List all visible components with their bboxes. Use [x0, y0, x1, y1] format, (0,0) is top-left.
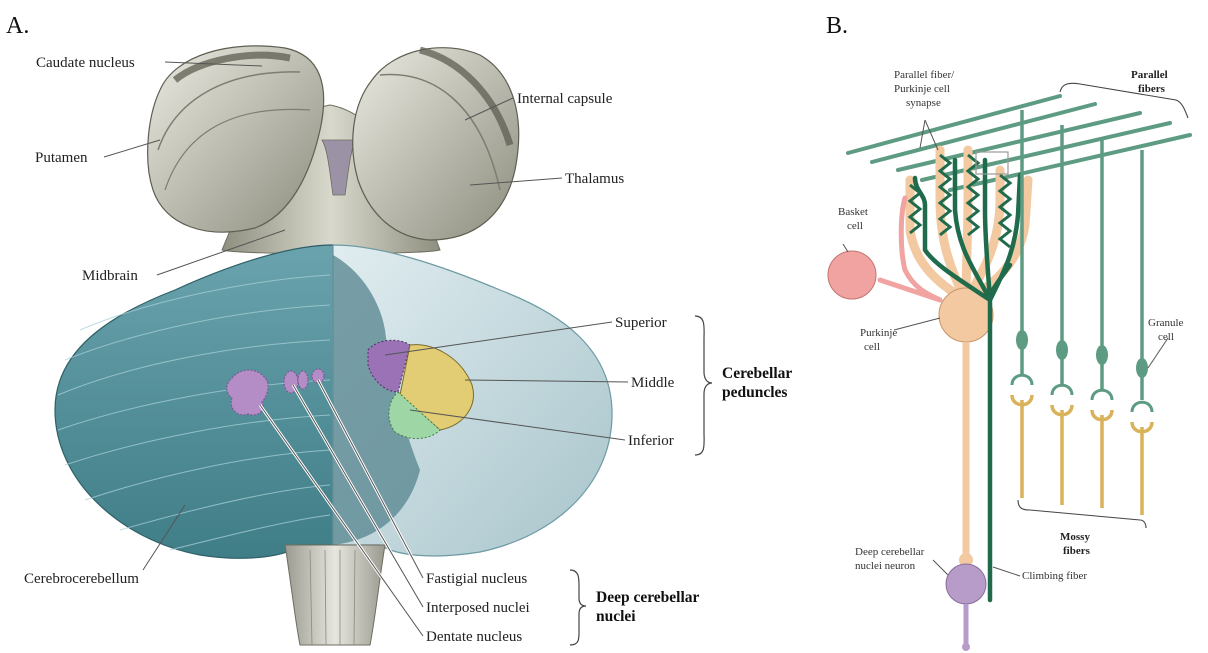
label-putamen: Putamen	[35, 150, 88, 166]
label-granule-1: Granule	[1148, 317, 1184, 329]
label-deep-neuron-1: Deep cerebellar	[855, 546, 925, 558]
label-pf-synapse-1: Parallel fiber/	[894, 69, 955, 81]
label-inferior: Inferior	[628, 433, 674, 449]
label-cerebrocerebellum: Cerebrocerebellum	[24, 571, 139, 587]
right-hemisphere-shape	[353, 48, 519, 240]
label-parallel-fibers-1: Parallel	[1131, 69, 1168, 81]
label-parallel-fibers-2: fibers	[1138, 83, 1166, 95]
label-caudate-nucleus: Caudate nucleus	[36, 55, 135, 71]
label-purkinje-1: Purkinje	[860, 327, 897, 339]
label-midbrain: Midbrain	[82, 268, 138, 284]
label-basket-1: Basket	[838, 206, 868, 218]
mossy-fibers	[1012, 395, 1152, 515]
panel-b-letter: B.	[826, 13, 848, 39]
label-deep-cerebellar-nuclei-1: Deep cerebellar	[596, 589, 700, 606]
label-deep-neuron-2: nuclei neuron	[855, 560, 916, 572]
label-pf-synapse-3: synapse	[906, 97, 941, 109]
label-climbing-fiber: Climbing fiber	[1022, 570, 1087, 582]
panel-a-letter: A.	[6, 13, 29, 39]
label-basket-2: cell	[847, 220, 863, 232]
label-granule-2: cell	[1158, 331, 1174, 343]
label-internal-capsule: Internal capsule	[517, 91, 613, 107]
label-thalamus: Thalamus	[565, 171, 624, 187]
label-superior: Superior	[615, 315, 667, 331]
brain-illustration	[55, 46, 612, 645]
label-purkinje-2: cell	[864, 341, 880, 353]
label-deep-cerebellar-nuclei-2: nuclei	[596, 608, 636, 625]
label-fastigial-nucleus: Fastigial nucleus	[426, 571, 527, 587]
deep-nuclei-neuron	[946, 564, 986, 651]
label-dentate-nucleus: Dentate nucleus	[426, 629, 522, 645]
interposed-nuclei-shape-2	[298, 371, 308, 389]
label-mossy-2: fibers	[1063, 545, 1091, 557]
cerebellum-left-shape	[55, 245, 333, 558]
label-cerebellar-peduncles-2: peduncles	[722, 384, 787, 401]
purkinje-cell	[910, 150, 1028, 567]
label-interposed-nuclei: Interposed nuclei	[426, 600, 530, 616]
label-middle: Middle	[631, 375, 675, 391]
label-cerebellar-peduncles-1: Cerebellar	[722, 365, 792, 382]
label-pf-synapse-2: Purkinje cell	[894, 83, 950, 95]
label-mossy-1: Mossy	[1060, 531, 1090, 543]
